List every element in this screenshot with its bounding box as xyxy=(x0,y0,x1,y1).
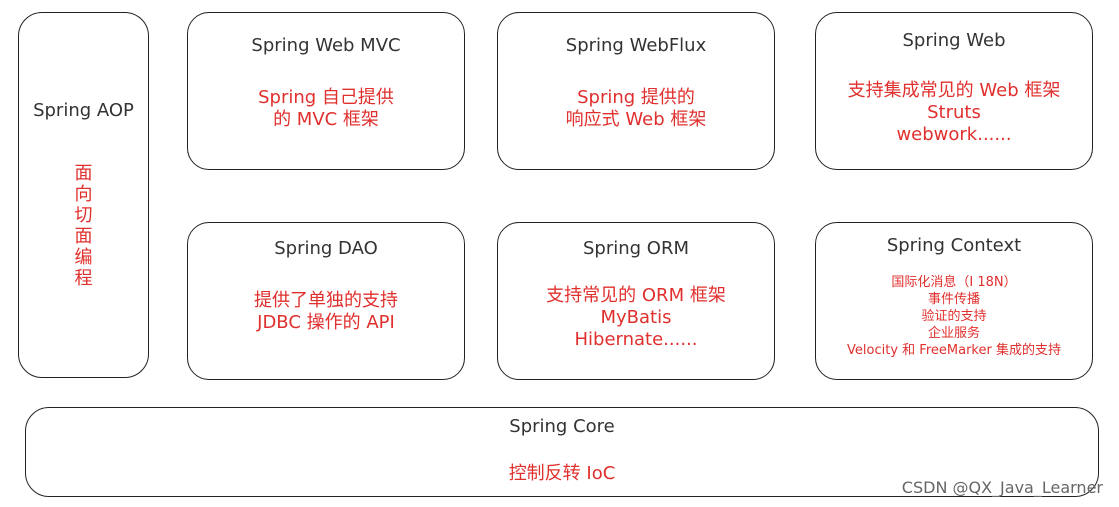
description-line: Struts xyxy=(927,102,981,123)
spring-aop-desc-char: 编 xyxy=(74,247,93,268)
description-line: 国际化消息（I 18N） xyxy=(891,275,1017,290)
spring-orm-title: Spring ORM xyxy=(582,238,689,259)
description-line: Velocity 和 FreeMarker 集成的支持 xyxy=(847,343,1061,358)
spring-webflux-description: Spring 提供的 响应式 Web 框架 xyxy=(498,87,774,131)
description-line: MyBatis xyxy=(600,307,672,328)
description-line: JDBC 操作的 API xyxy=(257,312,395,333)
spring-web-mvc-title: Spring Web MVC xyxy=(251,35,401,56)
spring-dao-box: Spring DAO 提供了单独的支持 JDBC 操作的 API xyxy=(187,222,465,380)
spring-web-title: Spring Web xyxy=(902,30,1006,51)
spring-context-title: Spring Context xyxy=(886,235,1022,256)
spring-core-title: Spring Core xyxy=(509,416,615,437)
spring-dao-title: Spring DAO xyxy=(274,238,378,259)
description-line: 支持集成常见的 Web 框架 xyxy=(847,80,1061,101)
spring-aop-desc-char: 面 xyxy=(74,226,93,247)
spring-dao-description: 提供了单独的支持 JDBC 操作的 API xyxy=(188,290,464,334)
spring-orm-description: 支持常见的 ORM 框架 MyBatis Hibernate...... xyxy=(498,285,774,351)
spring-web-box: Spring Web 支持集成常见的 Web 框架 Struts webwork… xyxy=(815,12,1093,170)
spring-aop-desc-char: 面 xyxy=(74,163,93,184)
description-line: 支持常见的 ORM 框架 xyxy=(546,285,726,306)
description-line: 事件传播 xyxy=(927,292,980,307)
spring-aop-desc-char: 切 xyxy=(74,205,93,226)
spring-aop-desc-char: 向 xyxy=(74,184,93,205)
spring-aop-box: Spring AOP 面 向 切 面 编 程 xyxy=(18,12,149,378)
description-line: 验证的支持 xyxy=(921,309,987,324)
watermark: CSDN @QX_Java_Learner xyxy=(901,478,1103,497)
description-line: Spring 自己提供 xyxy=(258,87,394,108)
spring-aop-title: Spring AOP xyxy=(33,100,134,121)
spring-orm-box: Spring ORM 支持常见的 ORM 框架 MyBatis Hibernat… xyxy=(497,222,775,380)
description-line: 企业服务 xyxy=(927,326,980,341)
spring-webflux-title: Spring WebFlux xyxy=(565,35,707,56)
spring-core-description: 控制反转 IoC xyxy=(26,463,1098,485)
description-line: 控制反转 IoC xyxy=(508,463,616,484)
spring-aop-desc-char: 程 xyxy=(74,268,93,289)
description-line: 提供了单独的支持 xyxy=(254,290,398,311)
description-line: Hibernate...... xyxy=(574,329,698,350)
description-line: 响应式 Web 框架 xyxy=(565,109,707,130)
spring-web-mvc-description: Spring 自己提供 的 MVC 框架 xyxy=(188,87,464,131)
spring-context-box: Spring Context 国际化消息（I 18N） 事件传播 验证的支持 企… xyxy=(815,222,1093,380)
description-line: 的 MVC 框架 xyxy=(273,109,379,130)
description-line: Spring 提供的 xyxy=(577,87,695,108)
spring-aop-description: 面 向 切 面 编 程 xyxy=(19,163,148,289)
spring-web-mvc-box: Spring Web MVC Spring 自己提供 的 MVC 框架 xyxy=(187,12,465,170)
spring-webflux-box: Spring WebFlux Spring 提供的 响应式 Web 框架 xyxy=(497,12,775,170)
spring-core-box: Spring Core 控制反转 IoC xyxy=(25,407,1099,497)
spring-web-description: 支持集成常见的 Web 框架 Struts webwork...... xyxy=(816,80,1092,146)
spring-context-description: 国际化消息（I 18N） 事件传播 验证的支持 企业服务 Velocity 和 … xyxy=(816,274,1092,359)
description-line: webwork...... xyxy=(896,124,1012,145)
